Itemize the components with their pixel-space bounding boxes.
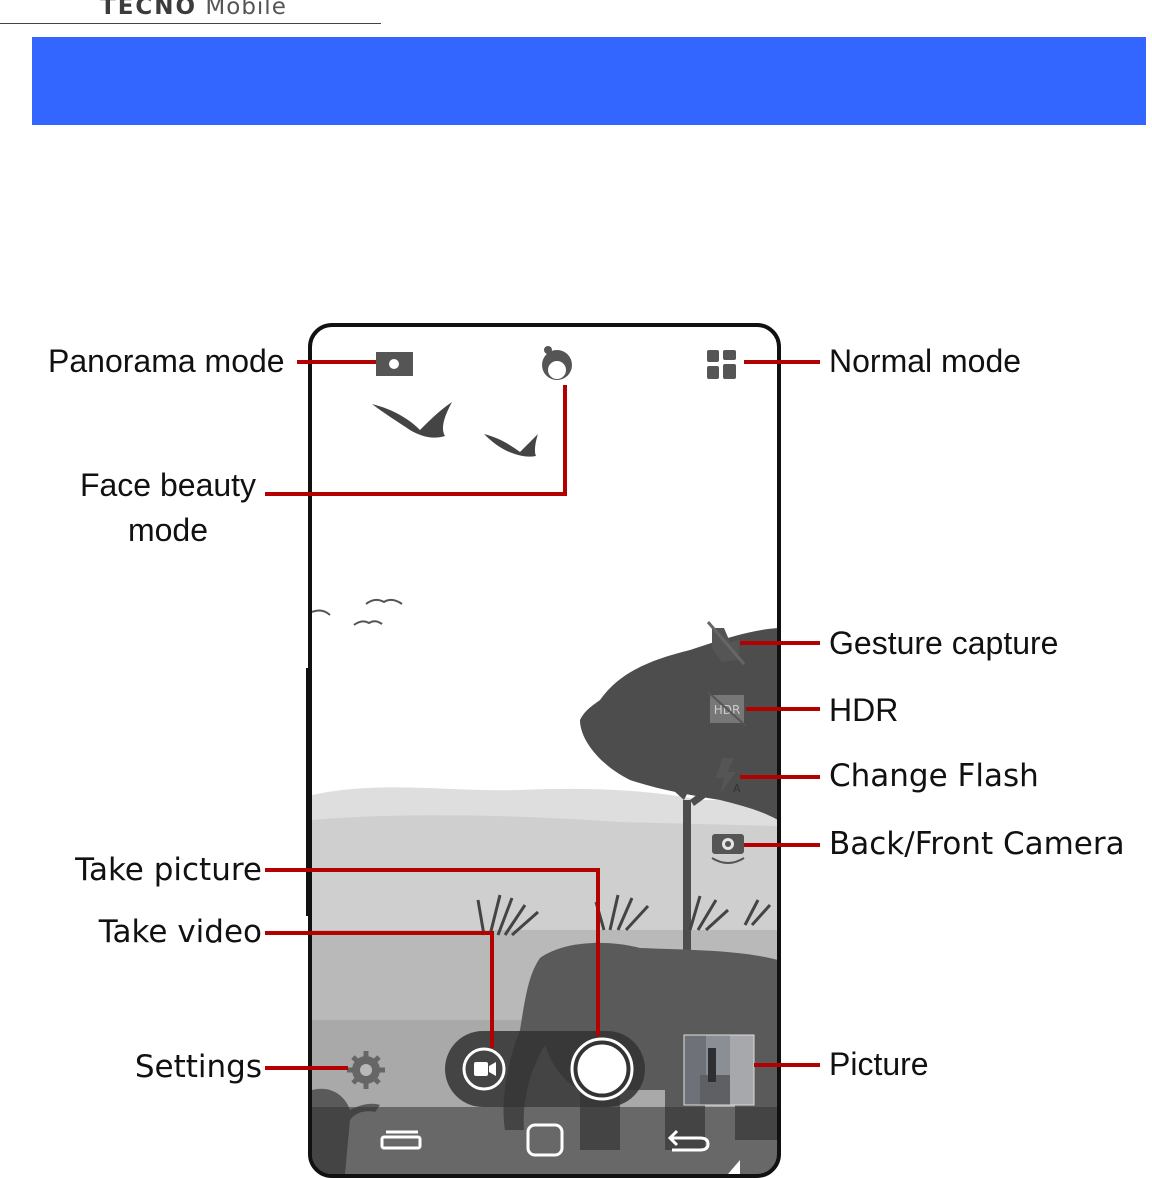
- hdr-icon[interactable]: HDR: [708, 692, 746, 726]
- label-normal-mode: Normal mode: [829, 343, 1021, 379]
- camera-viewfinder: HDR A: [312, 327, 778, 1174]
- label-gesture-capture: Gesture capture: [829, 625, 1058, 661]
- thumbnail[interactable]: [684, 1035, 754, 1105]
- shutter-button[interactable]: [572, 1039, 632, 1099]
- label-take-video: Take video: [30, 914, 262, 950]
- label-change-flash: Change Flash: [829, 758, 1039, 794]
- phone-mockup: HDR A: [306, 325, 779, 1176]
- label-face-beauty-line2: mode: [58, 512, 278, 548]
- label-hdr: HDR: [829, 692, 898, 728]
- label-face-beauty-line1: Face beauty: [58, 467, 278, 503]
- label-panorama-mode: Panorama mode: [48, 343, 285, 379]
- panorama-icon[interactable]: [376, 352, 413, 376]
- label-settings: Settings: [30, 1049, 262, 1085]
- label-take-picture: Take picture: [30, 852, 262, 888]
- label-picture: Picture: [829, 1046, 929, 1082]
- label-back-front-camera: Back/Front Camera: [829, 826, 1125, 862]
- flash-icon-text: A: [733, 782, 741, 795]
- side-button: [306, 668, 311, 916]
